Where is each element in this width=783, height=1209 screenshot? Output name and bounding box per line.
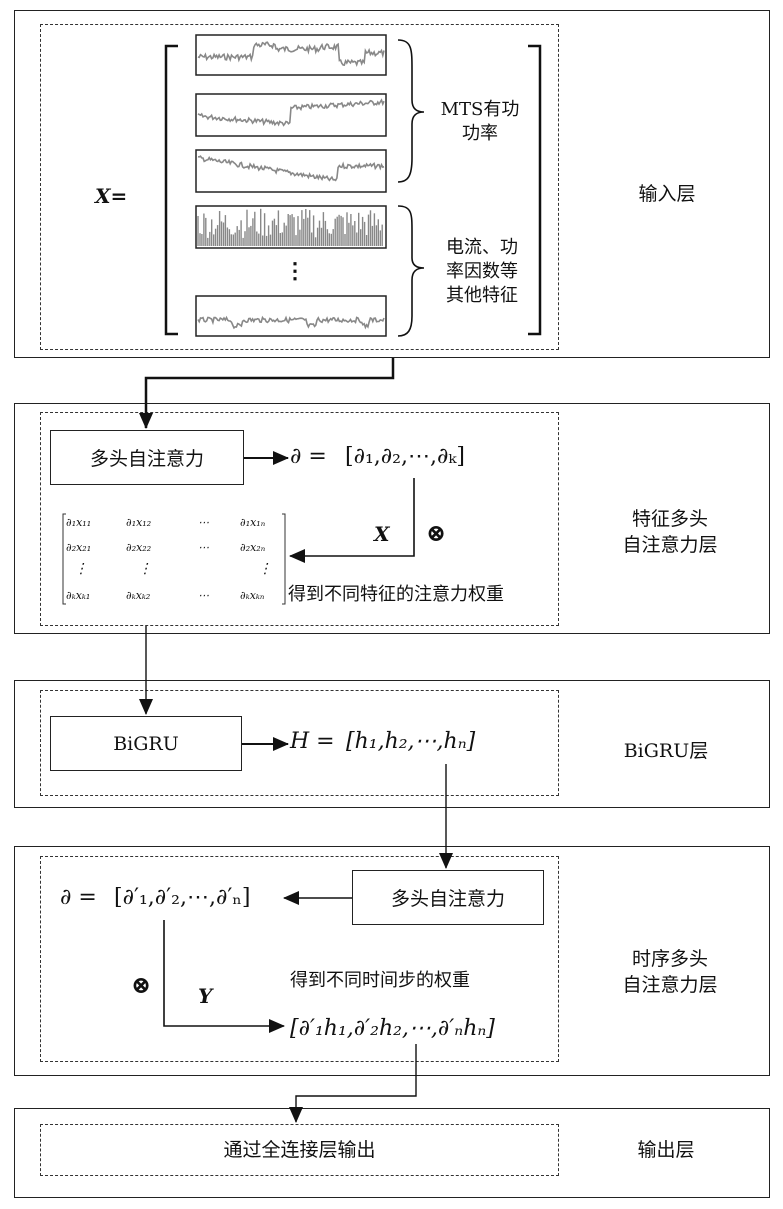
temporal-alpha-eq-lhs: ∂ = (60, 885, 97, 910)
signal-plot-3 (195, 149, 387, 193)
temporal-layer-name-line1: 时序多头 (631, 948, 708, 970)
input-layer-panel (14, 10, 770, 358)
feature-alpha-eq-rhs: [∂₁,∂₂,⋯,∂ₖ] (345, 444, 465, 469)
signal-plot-2 (195, 93, 387, 137)
matrix-cell: ⋮ (258, 561, 272, 577)
matrix-cell: ∂₁x₁₁ (66, 516, 92, 529)
matrix-cell: ∂₁x₁₂ (126, 516, 152, 529)
matrix-cell: ⋮ (74, 561, 88, 577)
temporal-alpha-eq-rhs: [∂′₁,∂′₂,⋯,∂′ₙ] (114, 885, 251, 910)
signal-plot-1 (195, 34, 387, 76)
temporal-weighted-result: [∂′₁h₁,∂′₂h₂,⋯,∂′ₙhₙ] (290, 1016, 495, 1041)
feature-caption: 得到不同特征的注意力权重 (288, 584, 504, 605)
temporal-y-label: Y (198, 984, 213, 1008)
matrix-cell: ∂₂x₂₂ (126, 541, 152, 554)
input-layer-name: 输入层 (638, 183, 696, 205)
output-box-label: 通过全连接层输出 (223, 1139, 376, 1161)
matrix-cell: ⋯ (198, 589, 209, 602)
bigru-box: BiGRU (50, 716, 242, 771)
matrix-cell: ∂₁x₁ₙ (240, 516, 266, 529)
input-group2-label: 电流、功 率因数等 其他特征 (432, 236, 532, 308)
feature-x-label: X (374, 522, 390, 546)
temporal-attention-box: 多头自注意力 (352, 870, 544, 925)
temporal-layer-dashed-region (40, 856, 559, 1062)
feature-alpha-eq-lhs: ∂ = (290, 444, 327, 469)
input-layer-dashed-region (40, 24, 559, 350)
matrix-cell: ⋯ (198, 541, 209, 554)
matrix-cell: ⋮ (138, 561, 152, 577)
input-group1-line2: 功率 (462, 123, 498, 144)
matrix-cell: ∂₂x₂₁ (66, 541, 92, 554)
input-group2-line1: 电流、功 (446, 237, 518, 258)
input-group1-brace (397, 39, 425, 183)
feature-otimes-icon: ⊗ (426, 518, 447, 547)
input-group2-line2: 率因数等 (446, 261, 518, 282)
arrow-alpha-to-matrix (289, 478, 415, 563)
arrow-input-to-feature (139, 358, 395, 429)
feature-layer-name: 特征多头 自注意力层 (600, 506, 740, 558)
input-matrix-right-bracket (528, 44, 542, 336)
input-group1-line1: MTS有功 (440, 99, 520, 120)
bigru-h-eq-lhs: H = (290, 729, 335, 754)
bigru-layer-name: BiGRU层 (623, 740, 709, 762)
feature-matrix-brackets (62, 513, 286, 605)
feature-layer-dashed-region (40, 412, 559, 626)
matrix-cell: ∂ₖxₖₙ (240, 589, 265, 602)
signal-plot-4 (195, 205, 387, 249)
arrow-temporal-to-output (289, 1044, 417, 1123)
matrix-cell: ∂ₖxₖ₁ (66, 589, 91, 602)
temporal-layer-name: 时序多头 自注意力层 (600, 946, 740, 998)
bigru-layer-dashed-region (40, 690, 559, 796)
input-group1-label: MTS有功 功率 (430, 98, 530, 146)
temporal-caption: 得到不同时间步的权重 (290, 970, 470, 991)
input-group2-brace (397, 205, 425, 337)
input-vdots: ⋮ (284, 258, 306, 284)
temporal-layer-name-line2: 自注意力层 (622, 974, 718, 996)
output-layer-panel (14, 1108, 770, 1198)
matrix-cell: ⋯ (198, 516, 209, 529)
matrix-cell: ∂₂x₂ₙ (240, 541, 266, 554)
feature-layer-name-line2: 自注意力层 (622, 534, 718, 556)
input-group2-line3: 其他特征 (446, 285, 518, 306)
input-x-label: X= (95, 184, 128, 208)
signal-plot-5 (195, 295, 387, 337)
output-layer-dashed-region (40, 1124, 559, 1176)
temporal-otimes-icon: ⊗ (131, 970, 152, 999)
output-layer-name: 输出层 (637, 1139, 695, 1161)
matrix-cell: ∂ₖxₖ₂ (126, 589, 151, 602)
arrow-alpha-to-result (163, 920, 285, 1033)
feature-attention-box: 多头自注意力 (50, 430, 244, 485)
input-matrix-left-bracket (164, 44, 178, 336)
feature-layer-name-line1: 特征多头 (631, 508, 708, 530)
bigru-h-eq-rhs: [h₁,h₂,⋯,hₙ] (346, 729, 476, 754)
